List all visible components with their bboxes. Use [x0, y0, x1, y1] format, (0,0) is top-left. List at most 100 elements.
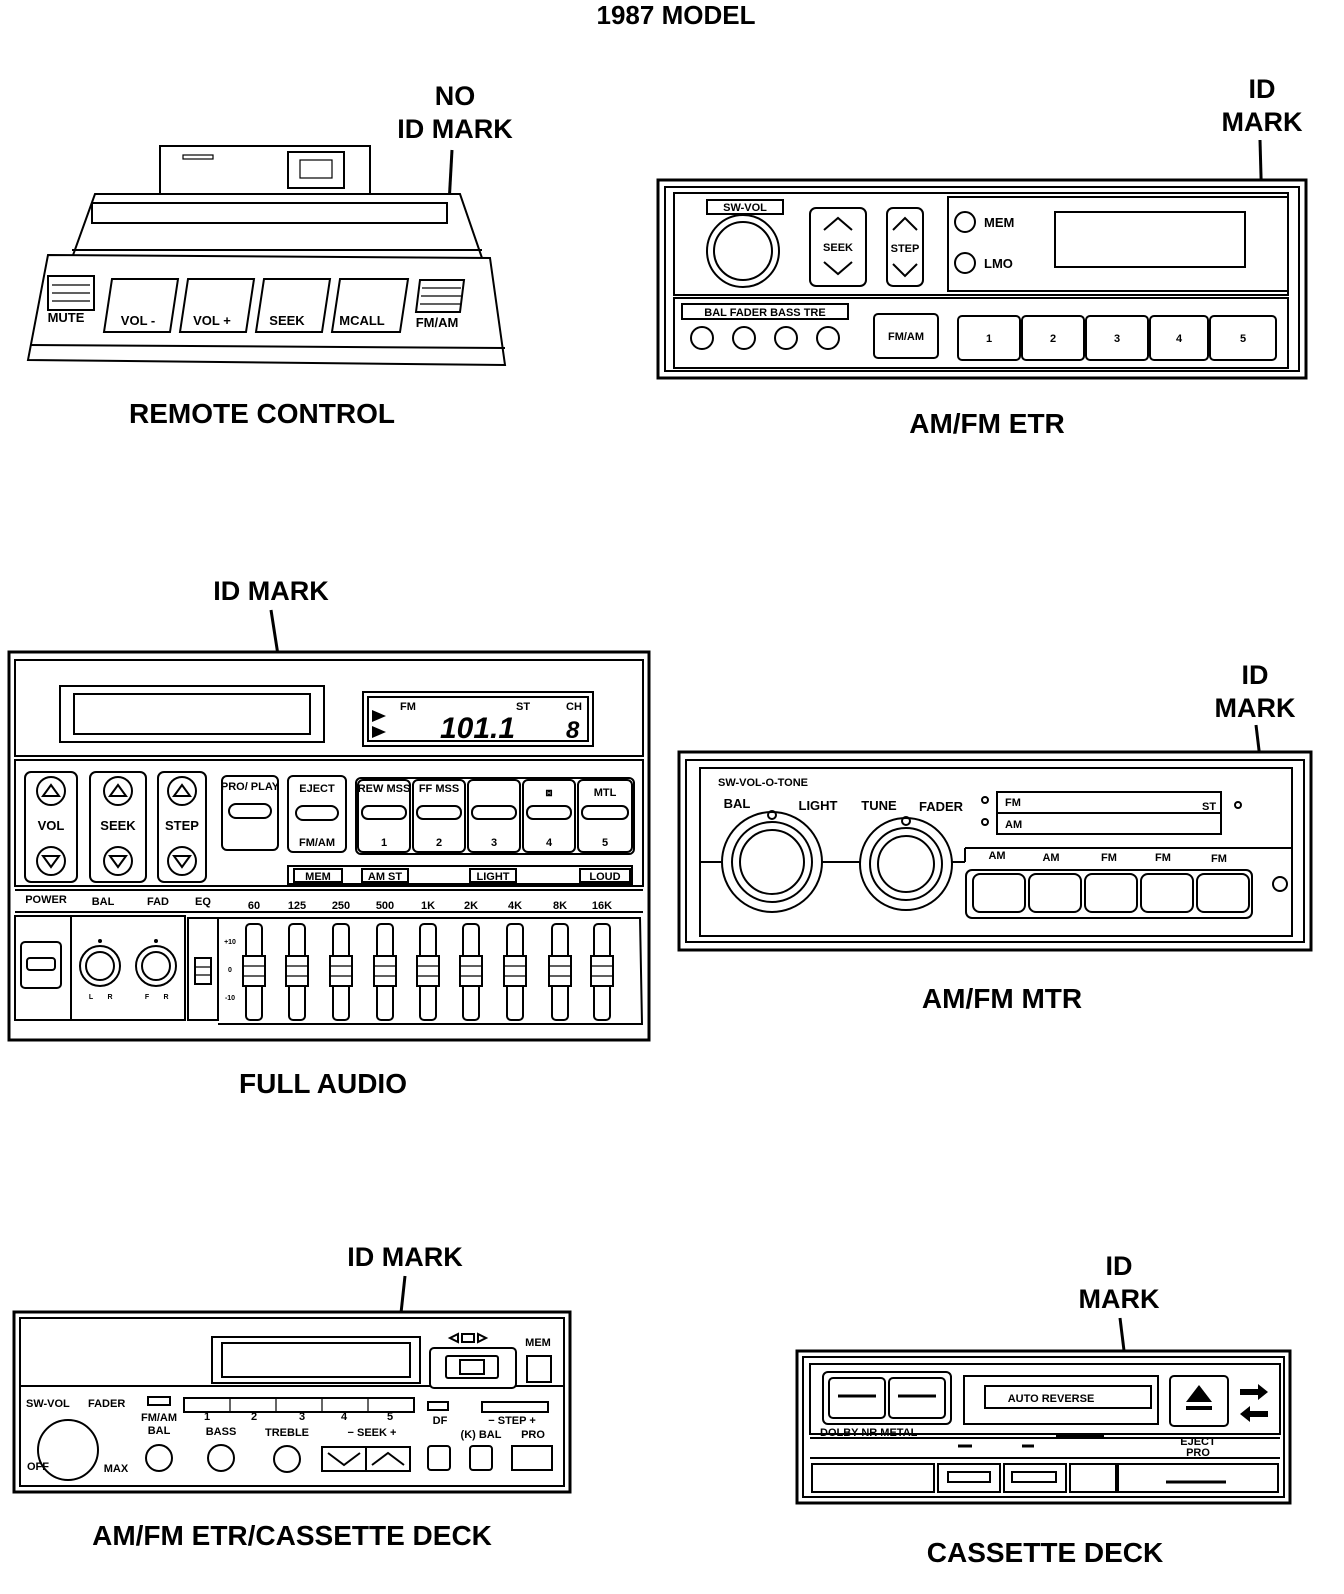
- eq-slider-grip-8k: [549, 965, 571, 977]
- etr-cassette-pro-label: PRO: [521, 1429, 545, 1441]
- full-audio-eq-sliders: [242, 923, 614, 1021]
- etr-cassette-sw-vol-knob[interactable]: [37, 1419, 99, 1481]
- mtr-preset-1[interactable]: [972, 873, 1026, 913]
- cassette-auto-reverse: AUTO REVERSE: [1008, 1393, 1095, 1405]
- full-audio-step-label: STEP: [165, 818, 199, 833]
- etr-preset-2[interactable]: [1021, 315, 1085, 361]
- mtr-preset-5[interactable]: [1196, 873, 1250, 913]
- etr-mem-button[interactable]: [954, 211, 976, 233]
- full-audio-fad-knob[interactable]: [135, 945, 177, 987]
- etr-cassette-bal-knob[interactable]: [145, 1444, 173, 1472]
- bal-mark-l: L: [89, 994, 94, 1001]
- etr-cassette-off-label: OFF: [27, 1461, 49, 1473]
- vol-plus-button[interactable]: [178, 278, 256, 333]
- mtr-tune-knob[interactable]: [859, 817, 953, 911]
- eq-slider-16k[interactable]: [590, 955, 614, 987]
- eq-slider-60[interactable]: [242, 955, 266, 987]
- full-audio-vol-rocker[interactable]: [24, 771, 78, 883]
- mtr-light-label: LIGHT: [799, 798, 838, 813]
- eq-slider-2k[interactable]: [459, 955, 483, 987]
- etr-lmo-button[interactable]: [954, 252, 976, 274]
- mtr-preset-2[interactable]: [1028, 873, 1082, 913]
- etr-cassette-sw-vol-label: SW-VOL: [26, 1398, 70, 1410]
- etr-cassette-id-note: ID MARK: [347, 1242, 463, 1272]
- etr-seek-rocker[interactable]: [809, 207, 867, 287]
- eq-scale-mid: 0: [228, 967, 232, 974]
- etr-treble-knob[interactable]: [816, 326, 840, 350]
- cassette-program-button[interactable]: [1117, 1463, 1279, 1493]
- etr-cassette-treble-knob[interactable]: [273, 1445, 301, 1473]
- etr-preset-3[interactable]: [1085, 315, 1149, 361]
- full-audio-seek-rocker[interactable]: [89, 771, 147, 883]
- etr-bal-knob[interactable]: [690, 326, 714, 350]
- etr-cassette-k-bal-button[interactable]: [469, 1445, 493, 1471]
- full-audio-preset-1[interactable]: [357, 779, 411, 853]
- full-audio-fm-am-label: FM/AM: [299, 837, 335, 849]
- etr-fm-am-button[interactable]: [873, 313, 939, 359]
- mcall-button[interactable]: [330, 278, 410, 333]
- etr-cassette-seek-buttons[interactable]: [321, 1446, 411, 1472]
- full-audio-rew-label: REW MSS: [358, 783, 411, 795]
- etr-cassette-bass-knob[interactable]: [207, 1444, 235, 1472]
- remote-label-fm-am: FM/AM: [416, 315, 459, 330]
- full-audio-preset-2[interactable]: [412, 779, 466, 853]
- full-audio-pro-play-button[interactable]: [221, 775, 279, 851]
- etr-cassette-transport-switch[interactable]: [429, 1347, 517, 1389]
- full-audio-id-note: ID MARK: [213, 576, 329, 606]
- mute-button[interactable]: [47, 275, 95, 311]
- eq-slider-1k[interactable]: [416, 955, 440, 987]
- full-audio-preset-3[interactable]: [467, 779, 521, 853]
- full-audio-display: [362, 691, 594, 747]
- eq-slider-500[interactable]: [373, 955, 397, 987]
- full-audio-st: ST: [516, 701, 530, 713]
- etr-cassette-mem-button[interactable]: [526, 1355, 552, 1383]
- seek-down-button[interactable]: [321, 1446, 367, 1472]
- full-audio-fad-label: FAD: [147, 896, 169, 908]
- eq-scale-bottom: -10: [225, 995, 235, 1002]
- full-audio-power-switch[interactable]: [20, 941, 62, 989]
- etr-cassette-fader-label: FADER: [88, 1398, 125, 1410]
- mtr-fader-label: FADER: [919, 799, 964, 814]
- etr-cassette-pro-button[interactable]: [511, 1445, 553, 1471]
- fm-am-button[interactable]: [414, 279, 466, 313]
- full-audio-vol-label: VOL: [38, 818, 65, 833]
- etr-preset-5[interactable]: [1209, 315, 1277, 361]
- eq-slider-4k[interactable]: [503, 955, 527, 987]
- full-audio-step-rocker[interactable]: [157, 771, 207, 883]
- mtr-preset-5-label: FM: [1211, 853, 1227, 865]
- full-audio-preset-4[interactable]: [522, 779, 576, 853]
- etr-cassette-bal-label: BAL: [148, 1425, 171, 1437]
- remote-slot: [91, 202, 448, 224]
- cassette-button-c[interactable]: [1069, 1463, 1117, 1493]
- seek-up-button[interactable]: [365, 1446, 411, 1472]
- full-audio-eq-switch[interactable]: [187, 917, 219, 1021]
- etr-step-rocker[interactable]: [886, 207, 924, 287]
- full-audio-bal-knob[interactable]: [79, 945, 121, 987]
- cassette-rew-button[interactable]: [828, 1377, 886, 1419]
- etr-preset-1[interactable]: [957, 315, 1021, 361]
- mtr-preset-4[interactable]: [1140, 873, 1194, 913]
- full-audio-preset-5-label: 5: [602, 837, 608, 849]
- eq-slider-8k[interactable]: [548, 955, 572, 987]
- etr-sw-vol-knob[interactable]: [706, 214, 780, 288]
- vol-minus-button[interactable]: [102, 278, 180, 333]
- cassette-eject-button[interactable]: [1169, 1375, 1229, 1427]
- eq-slider-250[interactable]: [329, 955, 353, 987]
- etr-preset-4[interactable]: [1149, 315, 1209, 361]
- seek-button[interactable]: [254, 278, 332, 333]
- etr-bass-knob[interactable]: [774, 326, 798, 350]
- mtr-dial-st: ST: [1202, 801, 1216, 813]
- mtr-preset-3[interactable]: [1084, 873, 1138, 913]
- full-audio-preset-5[interactable]: [577, 779, 633, 853]
- eq-band-label-4k: 4K: [508, 900, 522, 912]
- remote-label-seek: SEEK: [269, 313, 305, 328]
- full-audio-eq-label: EQ: [195, 896, 211, 908]
- remote-control: NO ID MARK MUTE VOL - VOL + SEE: [26, 81, 513, 429]
- etr-fader-knob[interactable]: [732, 326, 756, 350]
- etr-cassette-df-button[interactable]: [427, 1445, 451, 1471]
- cassette-ff-button[interactable]: [888, 1377, 946, 1419]
- eq-slider-125[interactable]: [285, 955, 309, 987]
- full-audio-eject-button[interactable]: [287, 775, 347, 853]
- mtr-vol-knob[interactable]: [721, 811, 823, 913]
- am-fm-etr: ID MARK SW-VOL SEEK STEP MEM LMO BAL FAD…: [656, 74, 1308, 439]
